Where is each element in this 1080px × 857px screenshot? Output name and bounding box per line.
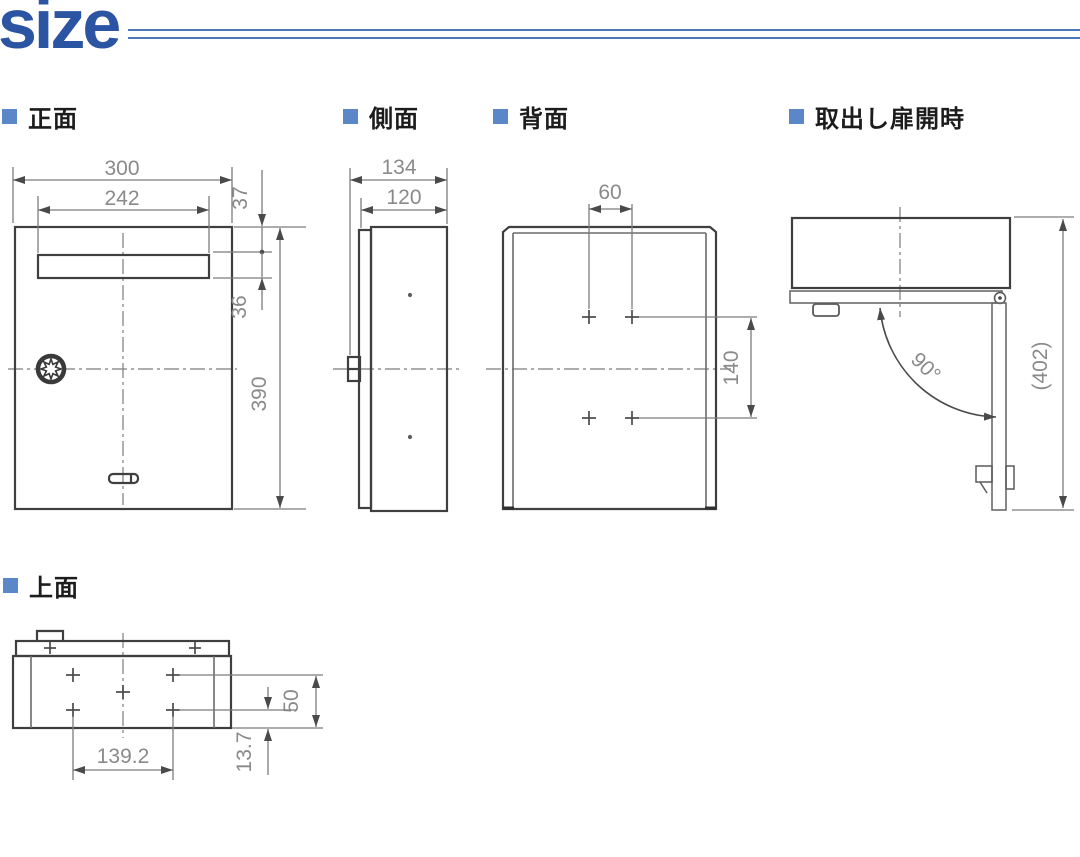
top-mounting-holes: [44, 642, 201, 717]
dim-front-slot-height: 36: [228, 295, 251, 318]
mounting-holes: [582, 310, 639, 425]
top-body-outline: [11, 654, 233, 730]
section-bullet-icon: [789, 109, 804, 124]
section-bullet-icon: [3, 578, 18, 593]
section-header-top: 上面: [3, 568, 79, 603]
section-bullet-icon: [493, 109, 508, 124]
section-header-front: 正面: [2, 99, 78, 134]
door-swing-arc: [877, 307, 997, 421]
section-header-door-open: 取出し扉開時: [789, 99, 965, 134]
section-bullet-icon: [2, 109, 17, 124]
section-bullet-icon: [343, 109, 358, 124]
door-bottom-hardware: [975, 465, 1015, 494]
page-title: size: [0, 0, 121, 63]
rivet-dot: [407, 292, 413, 298]
lock-icon: [35, 353, 67, 385]
mailbox-front-outline: [13, 225, 234, 511]
front-view-drawing: 300 242 37 36 390: [8, 157, 306, 511]
open-door-panel: [991, 302, 1007, 511]
side-latch: [346, 355, 362, 383]
top-tab: [35, 629, 65, 641]
dim-front-overall-height: 390: [248, 376, 271, 411]
back-view-drawing: 60 140: [486, 181, 757, 511]
rivet-dot: [407, 434, 413, 440]
dim-top-hole-to-edge: 13.7: [233, 732, 256, 773]
section-label-door-open: 取出し扉開時: [815, 106, 965, 133]
dim-side-overall-depth: 134: [381, 156, 416, 179]
door-open-view-drawing: 90° (402): [789, 207, 1074, 511]
dim-side-body-depth: 120: [386, 186, 421, 209]
dim-back-hole-pitch-v: 140: [720, 350, 743, 385]
section-label-back: 背面: [519, 106, 569, 133]
dim-top-hole-pitch-h: 139.2: [97, 745, 150, 768]
title-rule-top: [128, 29, 1080, 32]
top-view-drawing: 139.2 50 13.7: [11, 629, 323, 780]
dim-door-open-height: (402): [1029, 341, 1052, 390]
section-label-top: 上面: [29, 575, 79, 602]
front-latch: [107, 472, 140, 485]
hinge-icon: [993, 291, 1007, 305]
section-label-front: 正面: [28, 106, 78, 133]
door-open-latch: [812, 303, 840, 317]
title-rule-bottom: [128, 36, 1080, 40]
mail-slot: [36, 253, 211, 280]
dim-top-hole-to-back: 50: [280, 689, 303, 712]
section-header-back: 背面: [493, 99, 569, 134]
section-header-side: 側面: [343, 99, 419, 134]
dim-front-overall-width: 300: [104, 157, 139, 180]
mailbox-back-outline: [501, 225, 718, 511]
title-divider: [128, 29, 1080, 45]
dim-front-slot-width: 242: [104, 187, 139, 210]
door-open-bottom-panel: [789, 290, 1003, 304]
door-open-body-outline: [790, 216, 1012, 290]
dim-door-open-angle: 90°: [906, 348, 945, 387]
side-view-drawing: 134 120: [333, 156, 459, 513]
side-body-outline: [369, 225, 449, 513]
section-label-side: 側面: [369, 106, 419, 133]
dim-back-hole-pitch-h: 60: [598, 181, 621, 204]
dim-front-slot-top-offset: 37: [229, 186, 252, 209]
